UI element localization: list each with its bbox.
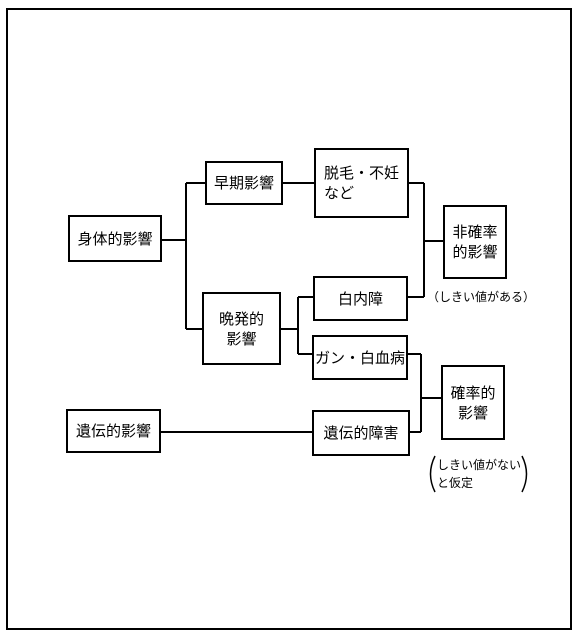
label-datsumou-line2: など (324, 184, 355, 202)
diagram-frame (6, 8, 572, 630)
box-gan-hakketsubyou: ガン・白血病 (312, 335, 408, 380)
label-hikakuritsu-line2: 的影響 (452, 243, 498, 261)
box-kakuritsu-eikyou: 確率的 影響 (441, 365, 505, 440)
box-souki-eikyou: 早期影響 (205, 161, 283, 205)
note-paren-right (521, 455, 528, 493)
box-hakunaisho: 白内障 (313, 276, 408, 321)
label-souki-eikyou: 早期影響 (213, 174, 274, 192)
label-kakuritsu-line1: 確率的 (450, 383, 496, 402)
box-iden-shogai: 遺伝的障害 (312, 410, 410, 456)
box-datsumou-funin: 脱毛・不妊 など (314, 148, 409, 218)
note-paren-left (429, 455, 436, 493)
note-threshold: （しきい値がある） (427, 290, 536, 304)
label-kakuritsu-line2: 影響 (457, 403, 488, 422)
label-banpatsu-line2: 影響 (226, 329, 257, 348)
label-datsumou-line1: 脱毛・不妊 (323, 164, 399, 182)
label-shintai-eikyou: 身体的影響 (77, 229, 153, 248)
box-banpatsu-eikyou: 晩発的 影響 (202, 292, 281, 365)
box-iden-eikyou: 遺伝的影響 (66, 409, 161, 453)
label-iden-eikyou: 遺伝的影響 (75, 422, 151, 440)
label-hikakuritsu-line1: 非確率 (452, 223, 498, 241)
label-banpatsu-line1: 晩発的 (218, 309, 264, 328)
label-iden-shogai: 遺伝的障害 (323, 424, 399, 442)
note-no-threshold-line1: しきい値がない (437, 458, 522, 472)
box-hikakuritsu-eikyou: 非確率 的影響 (443, 205, 507, 279)
note-no-threshold-line2: と仮定 (437, 476, 474, 490)
note-no-threshold: しきい値がない と仮定 (437, 456, 521, 492)
label-gan-hakketsubyou: ガン・白血病 (314, 348, 405, 367)
box-shintai-eikyou: 身体的影響 (68, 215, 162, 262)
label-hakunaisho: 白内障 (337, 289, 383, 308)
